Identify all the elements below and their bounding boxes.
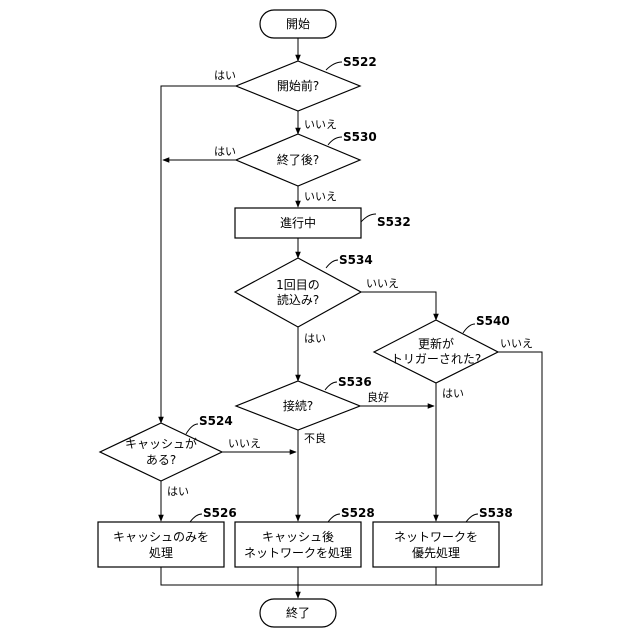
process-s528-label-line1: キャッシュ後 [262, 530, 334, 544]
decision-s540: 更新が トリガーされた? [374, 320, 498, 383]
decision-s540-label-line2: トリガーされた? [391, 352, 481, 366]
end-label: 終了 [286, 605, 310, 620]
decision-s540-label-line1: 更新が [418, 336, 454, 351]
edge-label-s530-yes: はい [214, 145, 236, 158]
edge-label-s540-yes: はい [442, 387, 464, 400]
step-label-s526: S526 [203, 506, 237, 520]
edge-s538-to-end [300, 567, 436, 585]
process-s538: ネットワークを 優先処理 [373, 522, 499, 567]
edge-label-s530-no: いいえ [304, 190, 337, 203]
step-label-s522: S522 [343, 55, 377, 69]
start-terminal: 開始 [260, 10, 336, 38]
decision-s534-label-line1: 1回目の [276, 278, 320, 292]
edge-s534-no [361, 292, 436, 320]
process-s528-label-line2: ネットワークを処理 [244, 546, 352, 560]
process-s526-label-line2: 処理 [149, 546, 173, 560]
step-label-s530: S530 [343, 130, 377, 144]
decision-s522-label: 開始前? [277, 78, 319, 93]
step-label-s528: S528 [341, 506, 375, 520]
step-label-s540: S540 [476, 314, 510, 328]
process-s538-label-line2: 優先処理 [412, 546, 460, 560]
edge-label-s536-bad: 不良 [304, 431, 326, 445]
decision-s524-label-line2: ある? [146, 453, 176, 467]
decision-s522: 開始前? [236, 61, 360, 111]
edge-label-s534-no: いいえ [366, 277, 399, 290]
step-label-s536: S536 [338, 375, 372, 389]
edge-label-s540-no: いいえ [500, 337, 533, 350]
decision-s530: 終了後? [236, 134, 360, 186]
edge-label-s534-yes: はい [304, 332, 326, 345]
step-label-s534: S534 [339, 253, 373, 267]
decision-s530-label: 終了後? [277, 152, 319, 167]
decision-s534-label-line2: 読込み? [277, 292, 319, 307]
process-s528: キャッシュ後 ネットワークを処理 [235, 522, 361, 567]
edge-s526-to-end [161, 567, 300, 585]
process-s526-label-line1: キャッシュのみを [113, 530, 209, 544]
edge-label-s524-no: いいえ [228, 437, 261, 450]
edge-label-s536-good: 良好 [367, 390, 389, 404]
step-label-s524: S524 [199, 414, 233, 428]
start-label: 開始 [286, 17, 310, 31]
end-terminal: 終了 [260, 599, 336, 627]
process-s526: キャッシュのみを 処理 [98, 522, 224, 567]
process-s532-label: 進行中 [280, 215, 316, 230]
decision-s534: 1回目の 読込み? [235, 258, 361, 327]
edge-s522-yes [161, 86, 236, 423]
decision-s524-label-line1: キャッシュが [125, 436, 197, 451]
step-label-s538: S538 [479, 506, 513, 520]
process-s538-label-line1: ネットワークを [394, 530, 478, 544]
decision-s536-label: 接続? [283, 398, 313, 413]
decision-s524: キャッシュが ある? [100, 423, 222, 481]
edge-label-s524-yes: はい [167, 485, 189, 498]
process-s532: 進行中 [235, 208, 361, 238]
step-label-s532: S532 [377, 215, 411, 229]
edge-label-s522-yes: はい [214, 69, 236, 82]
edge-label-s522-no: いいえ [304, 118, 337, 131]
